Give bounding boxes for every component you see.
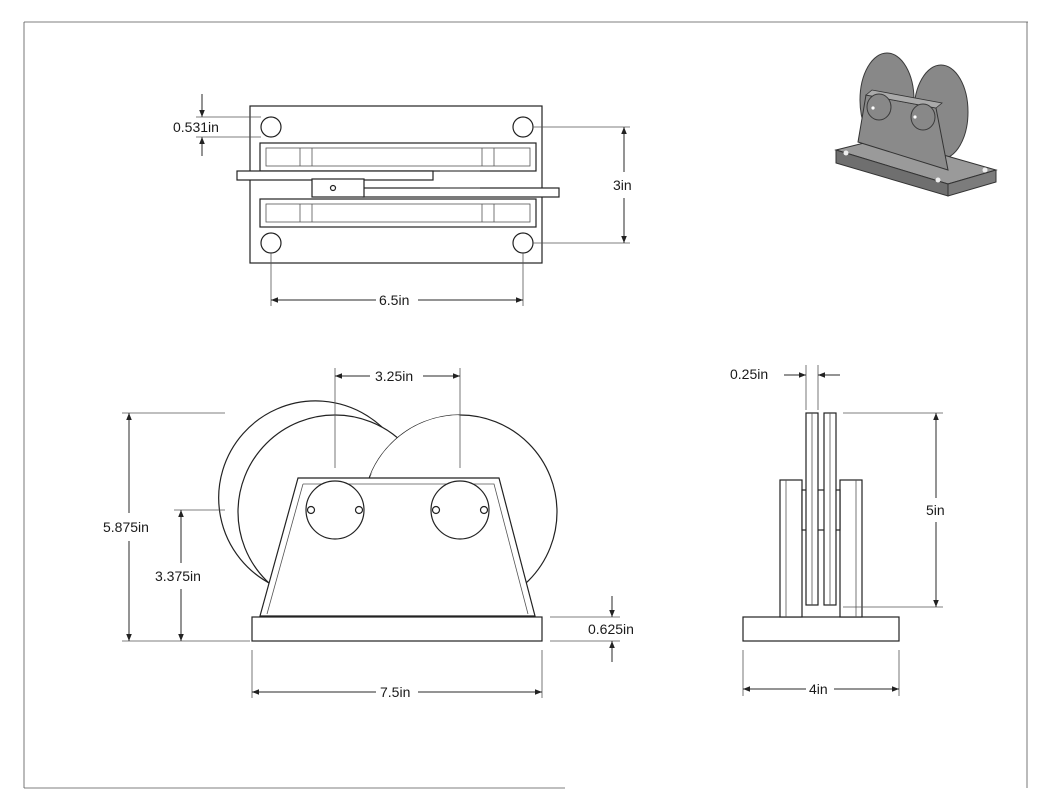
- dim-label: 4in: [809, 681, 828, 697]
- axle-boss: [430, 480, 490, 540]
- dim-label: 3.25in: [375, 368, 413, 384]
- dim-plate-thickness: 0.25in: [730, 365, 840, 410]
- mount-hole: [260, 232, 282, 254]
- dim-label: 0.625in: [588, 621, 634, 637]
- dim-label: 5.875in: [103, 519, 149, 535]
- isometric-preview: [834, 52, 998, 197]
- dim-label: 7.5in: [380, 684, 410, 700]
- mount-hole: [512, 232, 534, 254]
- dim-side-height: 5in: [843, 412, 945, 608]
- dim-label: 3.375in: [155, 568, 201, 584]
- dim-label: 0.25in: [730, 366, 768, 382]
- dim-label: 3in: [613, 177, 632, 193]
- mount-hole: [512, 116, 534, 138]
- dim-base-length: 7.5in: [251, 650, 543, 700]
- dim-sheave-spacing: 3.25in: [334, 368, 461, 468]
- dim-base-thickness: 0.625in: [550, 596, 634, 662]
- dim-width: 3in: [533, 126, 632, 244]
- mount-hole: [260, 116, 282, 138]
- dim-overall-height: 5.875in: [103, 412, 250, 642]
- dim-label: 5in: [926, 502, 945, 518]
- side-view: [742, 412, 900, 642]
- sheet-border: [23, 21, 1028, 789]
- dim-hole-diameter: 0.531in: [173, 94, 261, 156]
- dim-label: 0.531in: [173, 119, 219, 135]
- axle-boss: [305, 480, 365, 540]
- dim-axle-height: 3.375in: [155, 509, 225, 641]
- dim-label: 6.5in: [379, 292, 409, 308]
- dim-hole-spacing: 6.5in: [270, 253, 524, 308]
- front-view: [218, 400, 558, 642]
- top-view: [236, 105, 560, 264]
- dim-base-width: 4in: [742, 650, 900, 697]
